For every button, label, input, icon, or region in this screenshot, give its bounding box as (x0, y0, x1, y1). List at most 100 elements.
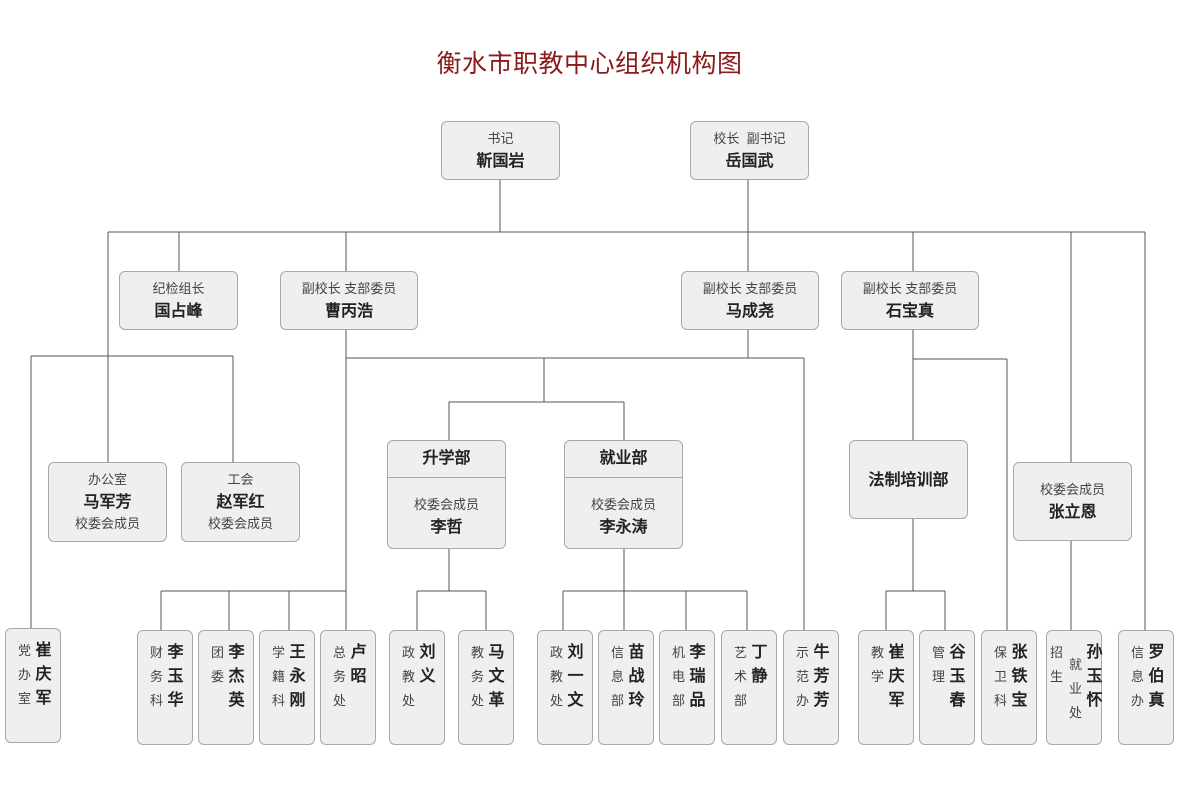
leaf-label-char: 电 (671, 669, 685, 684)
dept-title: 就业部 (599, 450, 648, 467)
person-name: 李永涛 (599, 519, 648, 536)
vice-principal-shi-box: 副校长 支部委员 石宝真 (841, 271, 979, 330)
secretary-box: 书记 靳国岩 (441, 121, 560, 180)
dept-title: 升学部 (422, 450, 471, 467)
leaf-name-char: 杰 (228, 668, 245, 685)
person-name: 李哲 (430, 519, 463, 536)
person-name: 国占峰 (154, 303, 203, 320)
leaf-name-char: 庆 (888, 668, 905, 685)
leaf-person-name: 崔庆军 (35, 639, 52, 711)
leaf-person-name: 孙玉怀 (1086, 641, 1103, 713)
vice-principal-ma-box: 副校长 支部委员 马成尧 (681, 271, 819, 330)
leaf-box-academic: 教务处马文革 (458, 630, 514, 745)
leaf-label-char: 信 (610, 645, 624, 660)
leaf-box-manage: 管理谷玉春 (919, 630, 975, 745)
leaf-box-demo: 示范办牛芳芳 (783, 630, 839, 745)
leaf-name-char: 崔 (888, 644, 905, 661)
leaf-label-char: 息 (1130, 669, 1144, 684)
person-name: 马军芳 (83, 494, 132, 511)
leaf-name-char: 真 (1148, 692, 1165, 709)
leaf-person-name: 丁静 (751, 641, 768, 689)
leaf-name-char: 谷 (949, 644, 966, 661)
leaf-label-char: 处 (549, 693, 563, 708)
role-label: 工会 (227, 472, 254, 487)
leaf-name-char: 李 (228, 644, 245, 661)
leaf-label-char: 务 (149, 669, 163, 684)
leaf-name-char: 李 (167, 644, 184, 661)
leaf-name-char: 玲 (628, 692, 645, 709)
leaf-label-char: 务 (332, 669, 346, 684)
leaf-label-char: 卫 (993, 669, 1007, 684)
shengxue-dept-box: 升学部 校委会成员 李哲 (387, 440, 506, 549)
role-label: 校长 副书记 (713, 131, 786, 146)
role-label: 校委会成员 (590, 497, 656, 512)
leaf-name-char: 宝 (1011, 692, 1028, 709)
leaf-box-party: 党办室崔庆军 (5, 628, 61, 743)
leaf-name-char: 文 (567, 692, 584, 709)
leaf-label-char: 务 (470, 669, 484, 684)
leaf-person-name: 刘义 (419, 641, 436, 689)
leaf-label-char: 信 (1130, 645, 1144, 660)
leaf-label-char: 科 (149, 693, 163, 708)
leaf-name-char: 义 (419, 668, 436, 685)
leaf-label-char: 处 (470, 693, 484, 708)
leaf-label-char: 财 (149, 645, 163, 660)
leaf-name-char: 张 (1011, 644, 1028, 661)
leaf-name-char: 崔 (35, 642, 52, 659)
person-name: 石宝真 (885, 303, 934, 320)
leaf-name-char: 战 (628, 668, 645, 685)
leaf-label-char: 科 (993, 693, 1007, 708)
leaf-label-char: 政 (549, 645, 563, 660)
leaf-label-char: 就 (1068, 657, 1082, 672)
leaf-box-politics2: 政教处刘一文 (537, 630, 593, 745)
leaf-name-char: 品 (689, 692, 706, 709)
leaf-label-char: 范 (795, 669, 809, 684)
leaf-box-mech: 机电部李瑞品 (659, 630, 715, 745)
leaf-box-info: 信息部苗战玲 (598, 630, 654, 745)
leaf-label-char: 理 (931, 669, 945, 684)
leaf-label-char: 处 (401, 693, 415, 708)
fazhi-dept-box: 法制培训部 (849, 440, 968, 519)
leaf-name-char: 军 (888, 692, 905, 709)
leaf-name-char: 王 (289, 644, 306, 661)
leaf-box-registry: 学籍科王永刚 (259, 630, 315, 745)
leaf-label-char: 总 (332, 645, 346, 660)
leaf-box-arts: 艺术部丁静 (721, 630, 777, 745)
leaf-person-name: 崔庆军 (888, 641, 905, 713)
leaf-name-char: 牛 (813, 644, 830, 661)
leaf-name-char: 李 (689, 644, 706, 661)
leaf-label-char: 办 (795, 693, 809, 708)
leaf-box-teaching: 教学崔庆军 (858, 630, 914, 745)
leaf-name-char: 英 (228, 692, 245, 709)
leaf-person-name: 马文革 (488, 641, 505, 713)
divider (565, 477, 682, 478)
leaf-name-char: 玉 (949, 668, 966, 685)
leaf-name-char: 怀 (1086, 692, 1103, 709)
leaf-label-char: 示 (795, 645, 809, 660)
leaf-label-char: 招 (1049, 645, 1063, 660)
union-box: 工会 赵军红 校委会成员 (181, 462, 300, 542)
role-label: 办公室 (87, 472, 127, 487)
leaf-label-char: 团 (210, 645, 224, 660)
role-label: 纪检组长 (152, 281, 205, 296)
leaf-name-char: 罗 (1148, 644, 1165, 661)
leaf-name-char: 一 (567, 668, 584, 685)
leaf-label-char: 教 (401, 669, 415, 684)
principal-box: 校长 副书记 岳国武 (690, 121, 809, 180)
leaf-person-name: 苗战玲 (628, 641, 645, 713)
leaf-label-char: 部 (610, 693, 624, 708)
role-label: 校委会成员 (74, 516, 140, 531)
leaf-label-char: 委 (210, 669, 224, 684)
leaf-name-char: 伯 (1148, 668, 1165, 685)
chart-title: 衡水市职教中心组织机构图 (436, 50, 743, 78)
leaf-person-name: 王永刚 (289, 641, 306, 713)
leaf-name-char: 玉 (1086, 668, 1103, 685)
leaf-label-char: 部 (671, 693, 685, 708)
leaf-label-char: 教 (870, 645, 884, 660)
leaf-person-name: 李杰英 (228, 641, 245, 713)
leaf-label-char: 学 (271, 645, 285, 660)
person-name: 曹丙浩 (324, 303, 373, 320)
person-name: 靳国岩 (476, 153, 525, 170)
member-zhang-box: 校委会成员 张立恩 (1013, 462, 1132, 541)
